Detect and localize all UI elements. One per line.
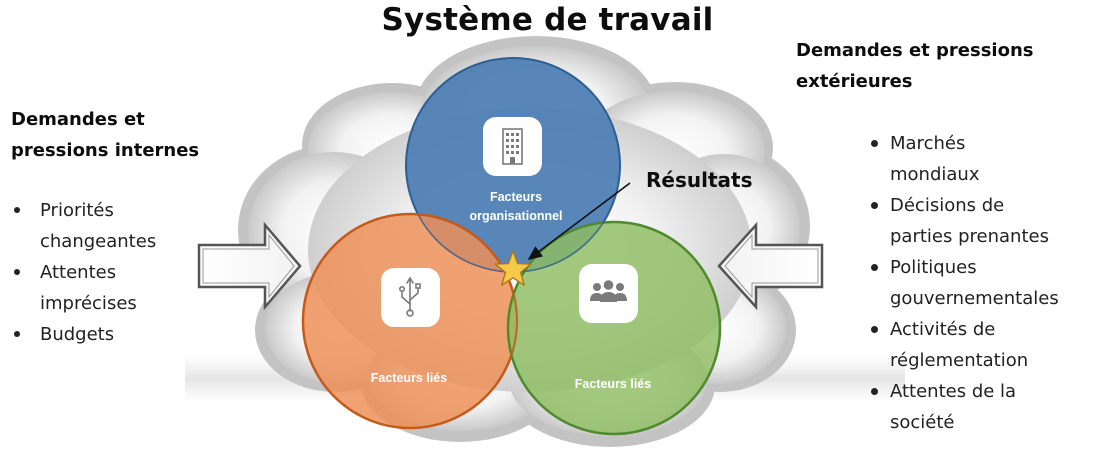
external-heading-line2: extérieures: [796, 71, 913, 92]
bullet-icon: [14, 331, 20, 337]
bullet-icon: [871, 264, 878, 271]
internal-pressures-heading: Demandes et pressions internes: [11, 104, 199, 166]
external-pressures-list: Marchés mondiaux Décisions de parties pr…: [871, 128, 1059, 438]
internal-pressures-list: Priorités changeantes Attentes imprécise…: [14, 195, 156, 350]
list-item: Décisions de parties prenantes: [871, 190, 1059, 252]
list-item: Priorités changeantes: [14, 195, 156, 257]
organisational-factors-label-line2: organisationnel: [469, 209, 562, 223]
internal-heading-line1: Demandes et: [11, 109, 145, 130]
results-star-icon: [494, 250, 532, 286]
bullet-icon: [871, 140, 878, 147]
bullet-icon: [871, 202, 878, 209]
external-pressures-heading: Demandes et pressions extérieures: [796, 35, 1033, 97]
diagram-title: Système de travail: [381, 2, 714, 38]
internal-heading-line2: pressions internes: [11, 140, 200, 161]
linked-factors-right-label: Facteurs liés: [575, 377, 651, 391]
external-pressure-arrow: [717, 221, 824, 311]
list-item: Marchés mondiaux: [871, 128, 1059, 190]
internal-pressure-arrow: [197, 221, 302, 311]
bullet-icon: [871, 388, 878, 395]
linked-factors-right-circle: [506, 220, 722, 436]
bullet-icon: [14, 269, 20, 275]
linked-factors-left-label: Facteurs liés: [371, 371, 447, 385]
people-group-icon: [579, 264, 638, 323]
list-item: Attentes de la société: [871, 376, 1059, 438]
list-item: Attentes imprécises: [14, 257, 156, 319]
list-item: Budgets: [14, 319, 156, 350]
bullet-icon: [14, 207, 20, 213]
usb-icon: [381, 268, 440, 327]
building-icon: [483, 117, 542, 176]
results-label: Résultats: [646, 168, 753, 192]
external-heading-line1: Demandes et pressions: [796, 40, 1034, 61]
list-item: Politiques gouvernementales: [871, 252, 1059, 314]
list-item: Activités de réglementation: [871, 314, 1059, 376]
organisational-factors-label-line1: Facteurs: [490, 190, 542, 204]
bullet-icon: [871, 326, 878, 333]
results-pointer-arrow: [527, 182, 631, 260]
